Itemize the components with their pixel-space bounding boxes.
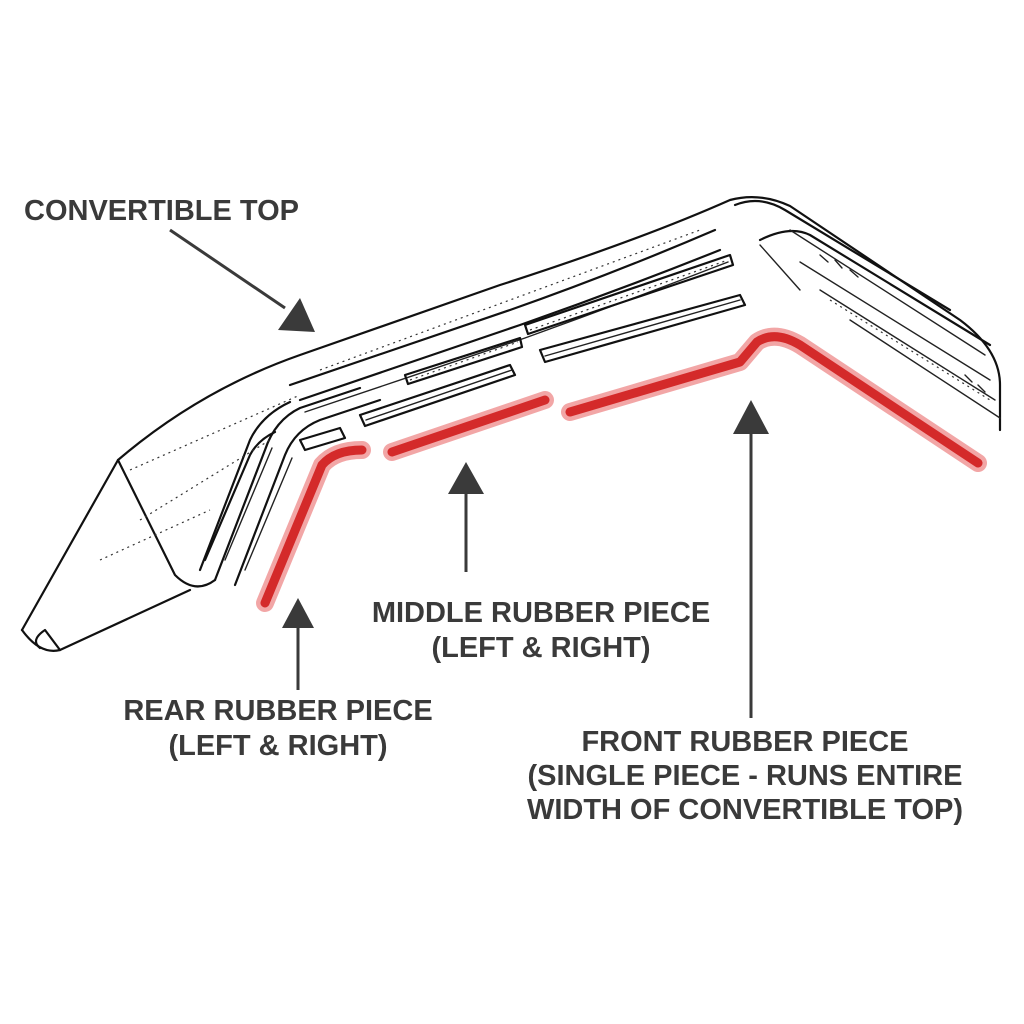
rubber-seals [256, 327, 987, 612]
convertible-top-arrow-icon [278, 298, 315, 332]
front-rubber-piece-core [565, 332, 983, 468]
label-rear-line2: (LEFT & RIGHT) [168, 730, 387, 762]
label-front-line3: WIDTH OF CONVERTIBLE TOP) [527, 794, 963, 826]
label-front-line1: FRONT RUBBER PIECE [581, 726, 908, 758]
convertible-top-drawing [20, 195, 1002, 652]
label-middle-line1: MIDDLE RUBBER PIECE [372, 597, 710, 629]
arrows [169, 228, 769, 718]
middle-rubber-piece-core [387, 395, 550, 457]
rear-rubber-piece-core [260, 445, 367, 608]
rear-arrow-icon [282, 598, 314, 628]
middle-arrow-icon [448, 462, 484, 494]
label-middle-line2: (LEFT & RIGHT) [431, 632, 650, 664]
front-rubber-piece [561, 327, 987, 472]
rear-rubber-piece [256, 441, 371, 612]
convertible-top-arrow-line [169, 228, 286, 310]
labels: CONVERTIBLE TOP MIDDLE RUBBER PIECE (LEF… [24, 195, 963, 826]
label-front-line2: (SINGLE PIECE - RUNS ENTIRE [527, 760, 962, 792]
label-rear-line1: REAR RUBBER PIECE [123, 695, 432, 727]
front-arrow-icon [733, 400, 769, 434]
label-convertible-top: CONVERTIBLE TOP [24, 195, 299, 227]
